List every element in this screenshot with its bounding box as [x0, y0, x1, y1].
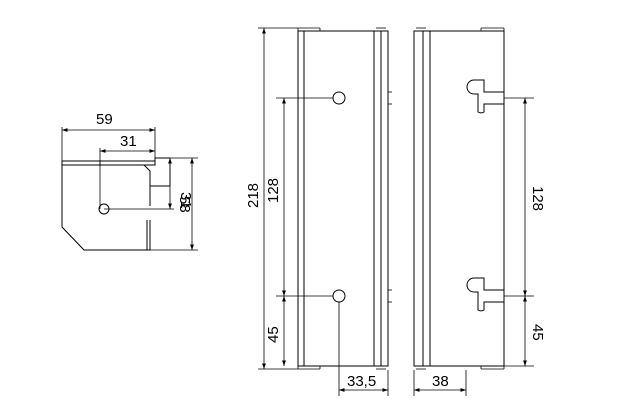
- back-view-dimensions: 128 45 38: [413, 97, 546, 396]
- dim-back-bottom-offset: 45: [529, 324, 546, 341]
- dim-front-hole-from-edge: 33,5: [347, 373, 376, 390]
- dim-side-width-inner: 31: [120, 133, 137, 150]
- front-view-hole-bottom: [332, 289, 346, 303]
- front-view-hole-top: [332, 91, 346, 105]
- dim-front-total-height: 218: [245, 183, 262, 208]
- front-view-outline: [297, 27, 392, 370]
- dim-back-slot-spacing: 128: [529, 186, 546, 211]
- side-view-dimensions: 59 31 31 58: [61, 111, 198, 251]
- dim-back-width: 38: [432, 373, 449, 390]
- back-view-outline: [413, 27, 505, 370]
- back-view-slot-bottom: [466, 277, 504, 312]
- side-view: 59 31 31 58: [61, 111, 198, 251]
- front-view: 218 128 45 33,5: [245, 27, 392, 396]
- dim-front-hole-spacing: 128: [265, 178, 282, 203]
- dim-side-height-inner: 31: [177, 192, 194, 209]
- side-view-outline: [61, 157, 171, 251]
- back-view: 128 45 38: [413, 27, 546, 396]
- dim-front-bottom-offset: 45: [265, 326, 282, 343]
- dim-side-height-total: 58: [176, 196, 193, 213]
- back-view-slot-top: [466, 79, 504, 114]
- dim-side-width-total: 59: [96, 111, 113, 128]
- front-view-dimensions: 218 128 45 33,5: [245, 27, 389, 396]
